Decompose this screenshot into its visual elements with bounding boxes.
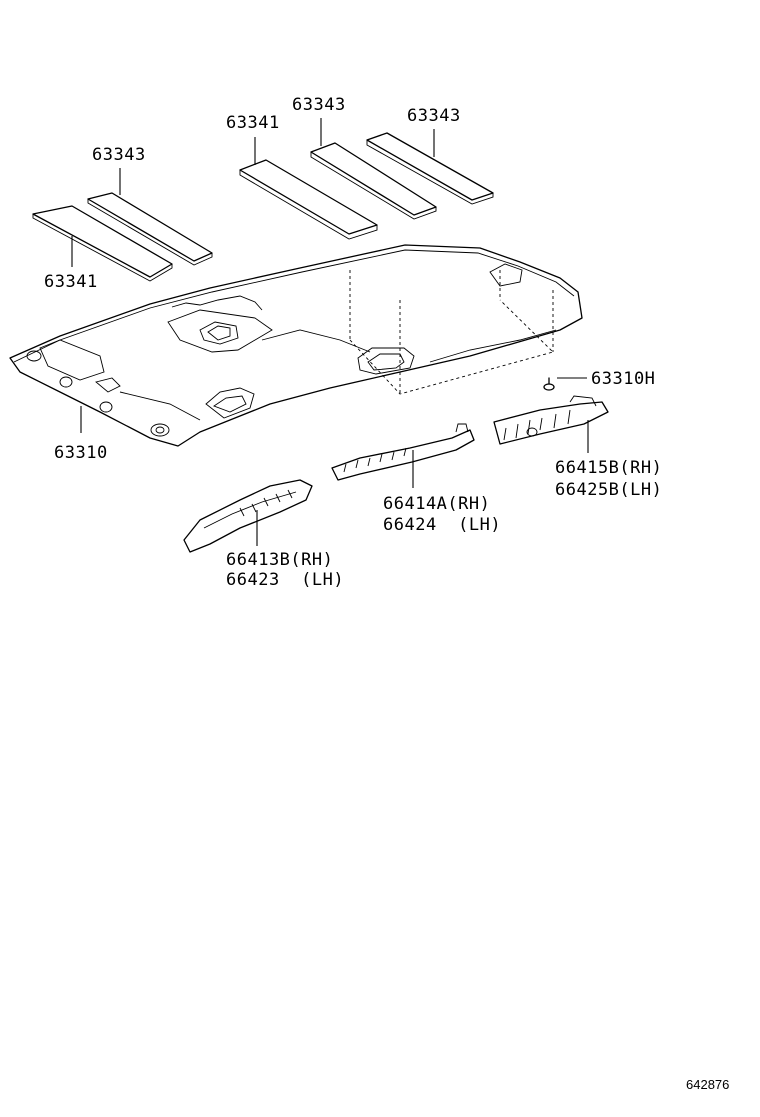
- label-63343-mid: 63343: [292, 95, 346, 115]
- label-63310: 63310: [54, 443, 108, 463]
- projection-lines: [349, 270, 554, 395]
- pad-63341-left: [32, 205, 173, 282]
- label-66423-lh: 66423 (LH): [226, 570, 345, 590]
- pad-63343-left: [87, 192, 213, 266]
- label-63341-top: 63341: [226, 113, 280, 133]
- bracket-66413b: [183, 479, 313, 553]
- leader-lines: [71, 118, 589, 546]
- label-63341-left: 63341: [44, 272, 98, 292]
- label-63343-left: 63343: [92, 145, 146, 165]
- headliner-63310: [9, 244, 583, 447]
- pad-63343-right: [366, 132, 494, 205]
- label-66413b-rh: 66413B(RH): [226, 550, 334, 570]
- pad-63343-mid: [310, 142, 437, 220]
- label-66414a-rh: 66414A(RH): [383, 494, 491, 514]
- label-63343-right: 63343: [407, 106, 461, 126]
- figure-code: 642876: [686, 1077, 730, 1092]
- label-66425b-lh: 66425B(LH): [555, 480, 663, 500]
- bracket-66414a: [331, 423, 475, 481]
- label-63310h: 63310H: [591, 369, 656, 389]
- clip-63310h: [543, 377, 555, 391]
- label-66424-lh: 66424 (LH): [383, 515, 502, 535]
- label-66415b-rh: 66415B(RH): [555, 458, 663, 478]
- pad-63341-top: [239, 159, 378, 240]
- bracket-66415b: [493, 395, 609, 445]
